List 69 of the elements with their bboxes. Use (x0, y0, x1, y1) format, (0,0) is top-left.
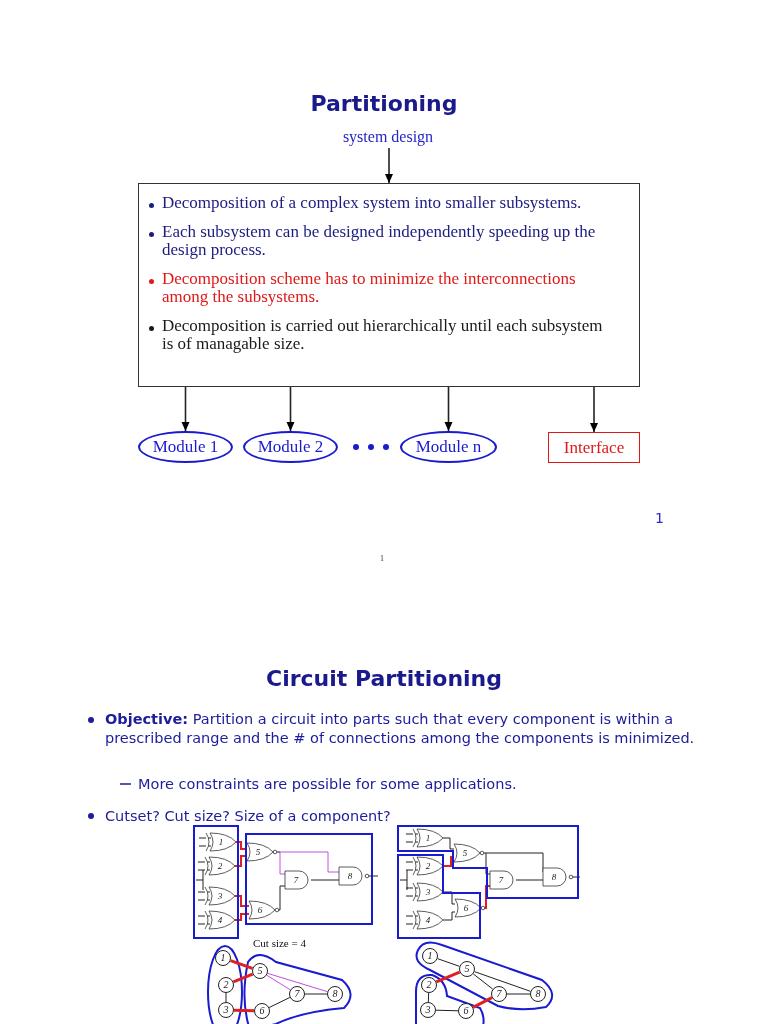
gate-number: 5 (461, 847, 469, 860)
graph-node: 2 (421, 977, 437, 993)
gate-number: 6 (256, 904, 264, 917)
graph-node: 8 (530, 986, 546, 1002)
module-ellipse: Module 2 (243, 431, 338, 463)
graph-node: 5 (459, 961, 475, 977)
caption-text: Cut size = 4 (253, 936, 306, 951)
gate-number: 5 (254, 846, 262, 859)
gate-number: 2 (216, 860, 224, 873)
connector-line (304, 993, 328, 995)
gate-number: 7 (497, 874, 505, 887)
bullet-text: Decomposition of a complex system into smaller subsystems. (162, 194, 582, 212)
graph-node: 7 (491, 986, 507, 1002)
connector-line (268, 997, 291, 1008)
connector-line (474, 971, 531, 992)
gate-number: 4 (424, 914, 432, 927)
graph-node: 3 (218, 1002, 234, 1018)
slide-title: Circuit Partitioning (265, 665, 503, 693)
bullet-text: Decomposition is carried out hierarchically until each subsystem is of managable size. (162, 317, 604, 353)
input-label: system design (330, 126, 446, 148)
graph-node: 8 (327, 986, 343, 1002)
connector-line (232, 972, 254, 984)
connector-line (427, 992, 430, 1003)
arrow (286, 386, 295, 432)
module-ellipse: Module n (400, 431, 497, 463)
arrow (181, 386, 190, 432)
connector-line (472, 973, 494, 990)
connector-line (225, 992, 227, 1003)
gate-number: 3 (216, 890, 224, 903)
slide-title: Partitioning (309, 90, 459, 118)
bullet-text: Objective: Partition a circuit into parts such that every component is within a prescribed range and the # of connections among the components is minimized. (105, 710, 696, 748)
gate-number: 8 (346, 870, 354, 883)
arrow (385, 147, 393, 184)
arrow (444, 386, 453, 432)
connector-line (266, 974, 291, 991)
connector-line (230, 959, 253, 970)
graph-node: 3 (420, 1002, 436, 1018)
graph-node: 1 (422, 948, 438, 964)
bullet-text: Cutset? Cut size? Size of a component? (105, 807, 392, 826)
interface-box: Interface (548, 432, 640, 463)
graph-node: 7 (289, 986, 305, 1002)
gate-number: 6 (462, 902, 470, 915)
connector-line (506, 993, 531, 995)
graph-node: 5 (252, 963, 268, 979)
connector-line (233, 1008, 255, 1013)
gate-number: 3 (424, 886, 432, 899)
graph-node: 1 (215, 950, 231, 966)
gate-number: 2 (424, 860, 432, 873)
connector-line (437, 958, 460, 967)
gate-number: 4 (216, 914, 224, 927)
connector-line (472, 996, 493, 1009)
gate-number: 1 (424, 832, 432, 845)
bullet-text: Decomposition scheme has to minimize the interconnections among the subsystems. (162, 270, 577, 306)
gate-number: 7 (292, 874, 300, 887)
connector-line (435, 970, 461, 984)
graph-node: 2 (218, 977, 234, 993)
graph-node: 6 (254, 1003, 270, 1019)
module-ellipse: Module 1 (138, 431, 233, 463)
gate-number: 8 (550, 871, 558, 884)
page-number: 1 (655, 509, 664, 528)
arrow (590, 386, 598, 433)
graph-node: 6 (458, 1003, 474, 1019)
process-box (138, 183, 640, 387)
bullet-text: Each subsystem can be designed independently speeding up the design process. (162, 223, 597, 259)
connector-line (435, 1009, 459, 1012)
sub-bullet-text: More constraints are possible for some applications. (138, 775, 518, 794)
page-number: 1 (380, 553, 384, 565)
connector-line (267, 972, 328, 993)
gate-number: 1 (217, 836, 225, 849)
